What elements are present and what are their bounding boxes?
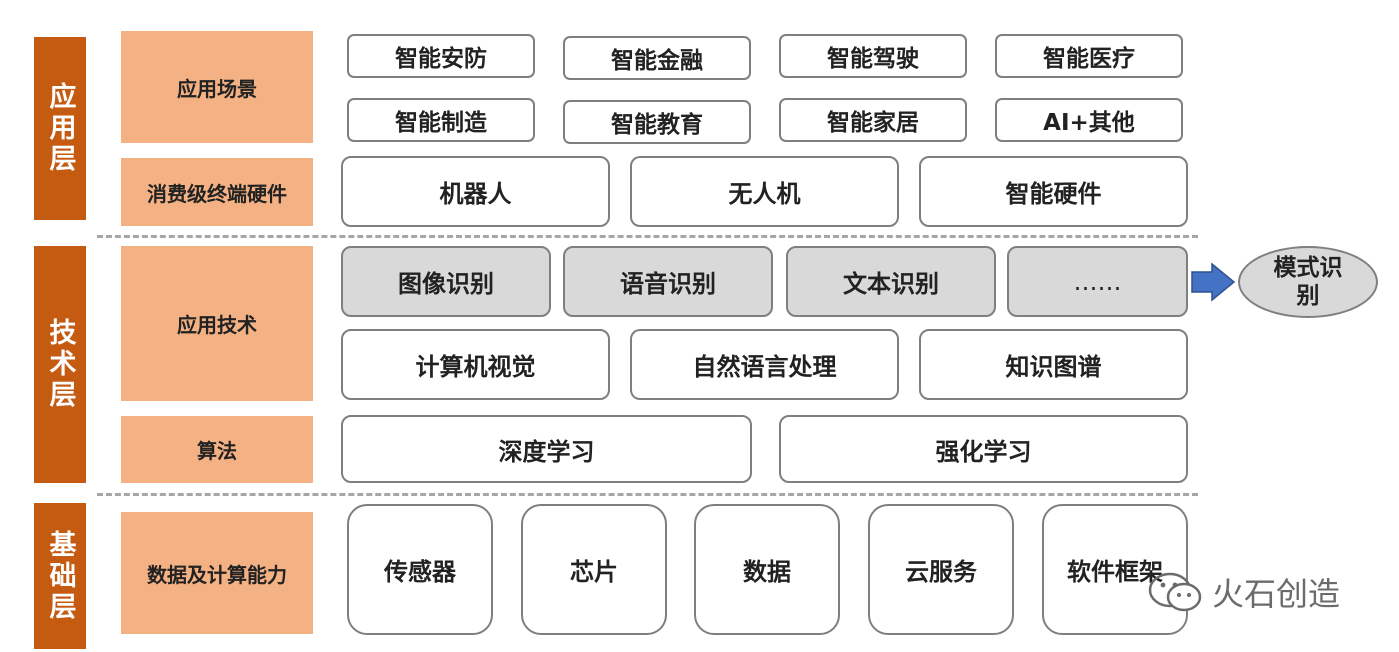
pattern-recognition-ellipse: 模式识别 (1238, 246, 1378, 318)
wechat-icon (1148, 572, 1202, 612)
tech-field-box: 自然语言处理 (630, 329, 899, 400)
layer-application: 应用层 (34, 37, 86, 220)
tech-field-box: 计算机视觉 (341, 329, 610, 400)
separator-line (97, 493, 1198, 496)
recognition-box: …… (1007, 246, 1188, 317)
layer-technology: 技术层 (34, 246, 86, 483)
layer-foundation: 基础层 (34, 503, 86, 649)
hardware-box: 智能硬件 (919, 156, 1188, 227)
scenario-box: AI+其他 (995, 98, 1183, 142)
pattern-recognition-label: 模式识别 (1273, 255, 1343, 309)
right-arrow-icon (1191, 262, 1236, 302)
scenario-box: 智能金融 (563, 36, 751, 80)
scenario-box: 智能驾驶 (779, 34, 967, 78)
algorithm-box: 强化学习 (779, 415, 1188, 483)
algorithm-box: 深度学习 (341, 415, 752, 483)
watermark: 火石创造 (1146, 568, 1340, 616)
foundation-box: 数据 (694, 504, 840, 635)
category-algorithms: 算法 (121, 416, 313, 483)
hardware-box: 机器人 (341, 156, 610, 227)
tech-field-box: 知识图谱 (919, 329, 1188, 400)
scenario-box: 智能教育 (563, 100, 751, 144)
recognition-box: 文本识别 (786, 246, 996, 317)
separator-line (97, 235, 1198, 238)
scenario-box: 智能安防 (347, 34, 535, 78)
scenario-box: 智能制造 (347, 98, 535, 142)
foundation-box: 软件框架 (1042, 504, 1188, 635)
category-scenarios: 应用场景 (121, 31, 313, 143)
foundation-box: 传感器 (347, 504, 493, 635)
recognition-box: 图像识别 (341, 246, 551, 317)
hardware-box: 无人机 (630, 156, 899, 227)
category-data-compute: 数据及计算能力 (121, 512, 313, 634)
category-hardware: 消费级终端硬件 (121, 158, 313, 226)
foundation-box: 芯片 (521, 504, 667, 635)
watermark-text: 火石创造 (1212, 575, 1341, 613)
scenario-box: 智能医疗 (995, 34, 1183, 78)
foundation-box: 云服务 (868, 504, 1014, 635)
recognition-box: 语音识别 (563, 246, 773, 317)
category-app-tech: 应用技术 (121, 246, 313, 401)
scenario-box: 智能家居 (779, 98, 967, 142)
